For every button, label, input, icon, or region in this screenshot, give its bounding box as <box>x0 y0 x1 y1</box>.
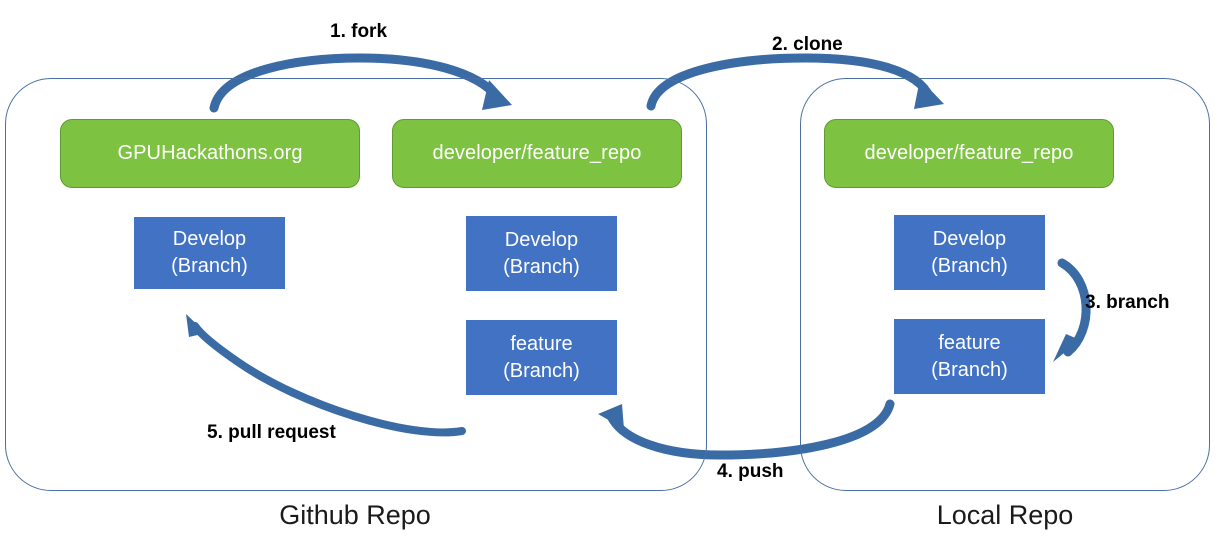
node-local-repo[interactable]: developer/feature_repo <box>824 119 1114 188</box>
step-label-push: 4. push <box>717 461 784 482</box>
branch-name-line1: feature <box>938 331 1001 354</box>
github-repo-caption: Github Repo <box>279 500 431 530</box>
branch-name-line2: (Branch) <box>503 359 580 382</box>
local-repo-container <box>800 78 1210 491</box>
branch-name-line2: (Branch) <box>171 255 248 277</box>
local-repo-caption: Local Repo <box>936 500 1074 530</box>
branch-name-line1: Develop <box>504 228 579 251</box>
branch-name-line1: Develop <box>932 227 1007 250</box>
branch-name-line1: Develop <box>172 228 247 251</box>
node-local-develop[interactable]: Develop (Branch) <box>894 215 1045 290</box>
node-local-feature[interactable]: feature (Branch) <box>894 319 1045 394</box>
step-label-clone: 2. clone <box>772 34 843 55</box>
node-github-upstream-repo[interactable]: GPUHackathons.org <box>60 119 360 188</box>
step-label-pull-request: 5. pull request <box>207 422 336 443</box>
branch-name-line2: (Branch) <box>931 254 1008 277</box>
node-github-upstream-develop[interactable]: Develop (Branch) <box>134 217 285 289</box>
branch-name-line2: (Branch) <box>503 255 580 278</box>
step-label-branch: 3. branch <box>1085 292 1170 313</box>
node-github-fork-feature[interactable]: feature (Branch) <box>466 320 617 395</box>
github-repo-container <box>5 78 707 491</box>
branch-name-line2: (Branch) <box>931 358 1008 381</box>
node-github-fork-develop[interactable]: Develop (Branch) <box>466 216 617 291</box>
branch-name-line1: feature <box>510 332 573 355</box>
node-github-fork-repo[interactable]: developer/feature_repo <box>392 119 682 188</box>
step-label-fork: 1. fork <box>330 21 388 42</box>
